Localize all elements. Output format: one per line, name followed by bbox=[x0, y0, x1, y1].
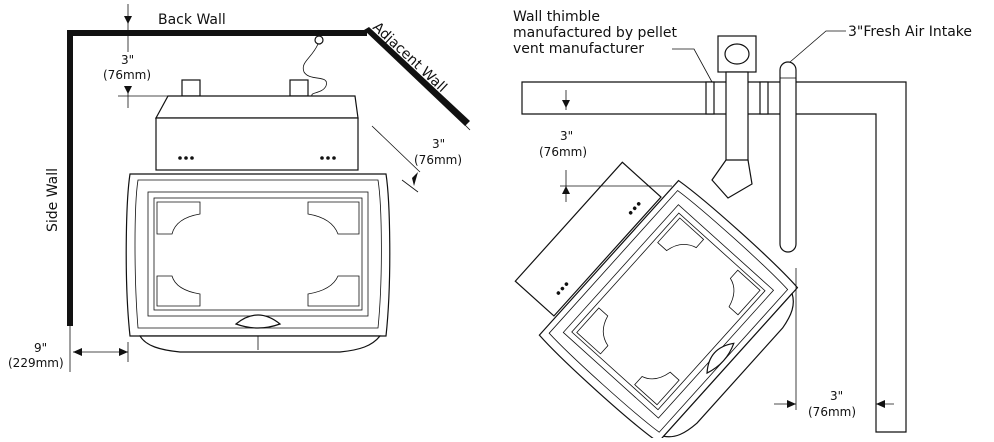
right-glass bbox=[571, 212, 766, 411]
right-stove-front-outer bbox=[538, 179, 799, 442]
right-back-arrow-bottom bbox=[562, 186, 570, 194]
right-vent-dot bbox=[636, 202, 641, 206]
fresh-air-label: 3"Fresh Air Intake bbox=[848, 24, 972, 40]
back-wall-top-arrow bbox=[124, 16, 132, 24]
left-vent-dot bbox=[326, 156, 330, 160]
right-corner-installation: 3" (76mm) 3" (76mm) Wall thimble manufac… bbox=[513, 9, 972, 442]
side-wall-line bbox=[67, 30, 73, 326]
left-ash-pan bbox=[138, 335, 382, 353]
left-vent-collar-1 bbox=[181, 79, 201, 97]
right-wall bbox=[521, 81, 907, 433]
left-corner-tl bbox=[156, 201, 201, 235]
right-corner-br bbox=[728, 269, 761, 316]
left-door-handle bbox=[234, 314, 282, 329]
back-wall-label: Back Wall bbox=[158, 12, 226, 28]
right-corner-tl bbox=[576, 307, 609, 355]
left-corner-tr bbox=[307, 201, 360, 235]
left-back-dim-in: 3" bbox=[121, 53, 134, 67]
left-vent-dot bbox=[184, 156, 188, 160]
left-glass bbox=[153, 197, 363, 311]
right-back-arrow-top bbox=[562, 100, 570, 108]
right-door-handle bbox=[706, 342, 735, 375]
left-side-dim-mm: (229mm) bbox=[8, 356, 64, 370]
wall-thimble-label-2: manufactured by pellet bbox=[513, 25, 677, 41]
right-vent-dot bbox=[628, 210, 633, 215]
right-corner-tr bbox=[657, 217, 705, 252]
right-vent-dot bbox=[556, 291, 561, 295]
left-vent-dot bbox=[190, 156, 194, 160]
left-parallel-installation: Back Wall Side Wall Adjacent Wall 3" (76… bbox=[8, 4, 471, 372]
left-power-cord bbox=[302, 43, 327, 97]
right-stove-front-inner bbox=[548, 189, 789, 433]
right-side-dim-in: 3" bbox=[830, 389, 843, 403]
right-corner-bl bbox=[634, 371, 680, 406]
fresh-air-leader bbox=[789, 30, 846, 63]
adjacent-wall-line bbox=[364, 27, 470, 126]
fresh-air-pipe bbox=[779, 61, 797, 253]
left-walls bbox=[67, 27, 470, 326]
left-stove-front-outer bbox=[125, 173, 391, 337]
right-side-arrow-r bbox=[876, 400, 885, 408]
left-back-dim-mm: (76mm) bbox=[103, 68, 151, 82]
right-vent-dot bbox=[564, 282, 569, 286]
wall-thimble-label-3: vent manufacturer bbox=[513, 41, 644, 57]
left-adj-ext-line bbox=[371, 125, 421, 173]
left-side-dim-in: 9" bbox=[34, 341, 47, 355]
left-vent-dot bbox=[332, 156, 336, 160]
left-vent-dot bbox=[178, 156, 182, 160]
wall-thimble-label-1: Wall thimble bbox=[513, 9, 600, 25]
left-adj-dim-in: 3" bbox=[432, 137, 445, 151]
right-back-dim-in: 3" bbox=[560, 129, 573, 143]
right-stove bbox=[514, 161, 799, 442]
right-back-dim-mm: (76mm) bbox=[539, 145, 587, 159]
right-side-dim-mm: (76mm) bbox=[808, 405, 856, 419]
left-adj-dim-mm: (76mm) bbox=[414, 153, 462, 167]
right-stove-back-body bbox=[514, 161, 662, 317]
left-adj-arrow bbox=[412, 172, 418, 186]
side-wall-label: Side Wall bbox=[45, 168, 61, 232]
back-wall-line bbox=[67, 30, 367, 36]
right-vent-dot bbox=[632, 206, 637, 211]
left-stove-back-body bbox=[155, 117, 359, 171]
adjacent-wall-label: Adjacent Wall bbox=[369, 19, 449, 96]
left-stove-top bbox=[154, 95, 359, 119]
left-corner-bl bbox=[156, 275, 201, 307]
left-adj-dim-top bbox=[457, 117, 471, 131]
wall-thimble-leader bbox=[672, 48, 713, 83]
right-vent-assembly bbox=[705, 35, 797, 253]
left-stove-front-inner bbox=[134, 179, 382, 329]
left-adj-dim-bottom bbox=[401, 179, 419, 193]
left-vent-collar-2 bbox=[289, 79, 309, 97]
left-back-arrow bbox=[124, 86, 132, 94]
right-vent-dot bbox=[560, 286, 565, 291]
thimble-collar-r bbox=[759, 81, 769, 115]
thimble-collar-l bbox=[705, 81, 715, 115]
right-side-arrow-l bbox=[787, 400, 796, 408]
wall-thimble-opening bbox=[724, 43, 750, 65]
left-stove bbox=[125, 30, 391, 353]
left-corner-br bbox=[307, 275, 360, 307]
left-side-arrow-r bbox=[119, 348, 128, 356]
left-plug bbox=[314, 35, 324, 45]
left-side-arrow-l bbox=[73, 348, 82, 356]
right-ash-pan bbox=[662, 292, 794, 438]
vent-elbow bbox=[711, 159, 753, 199]
left-vent-dot bbox=[320, 156, 324, 160]
